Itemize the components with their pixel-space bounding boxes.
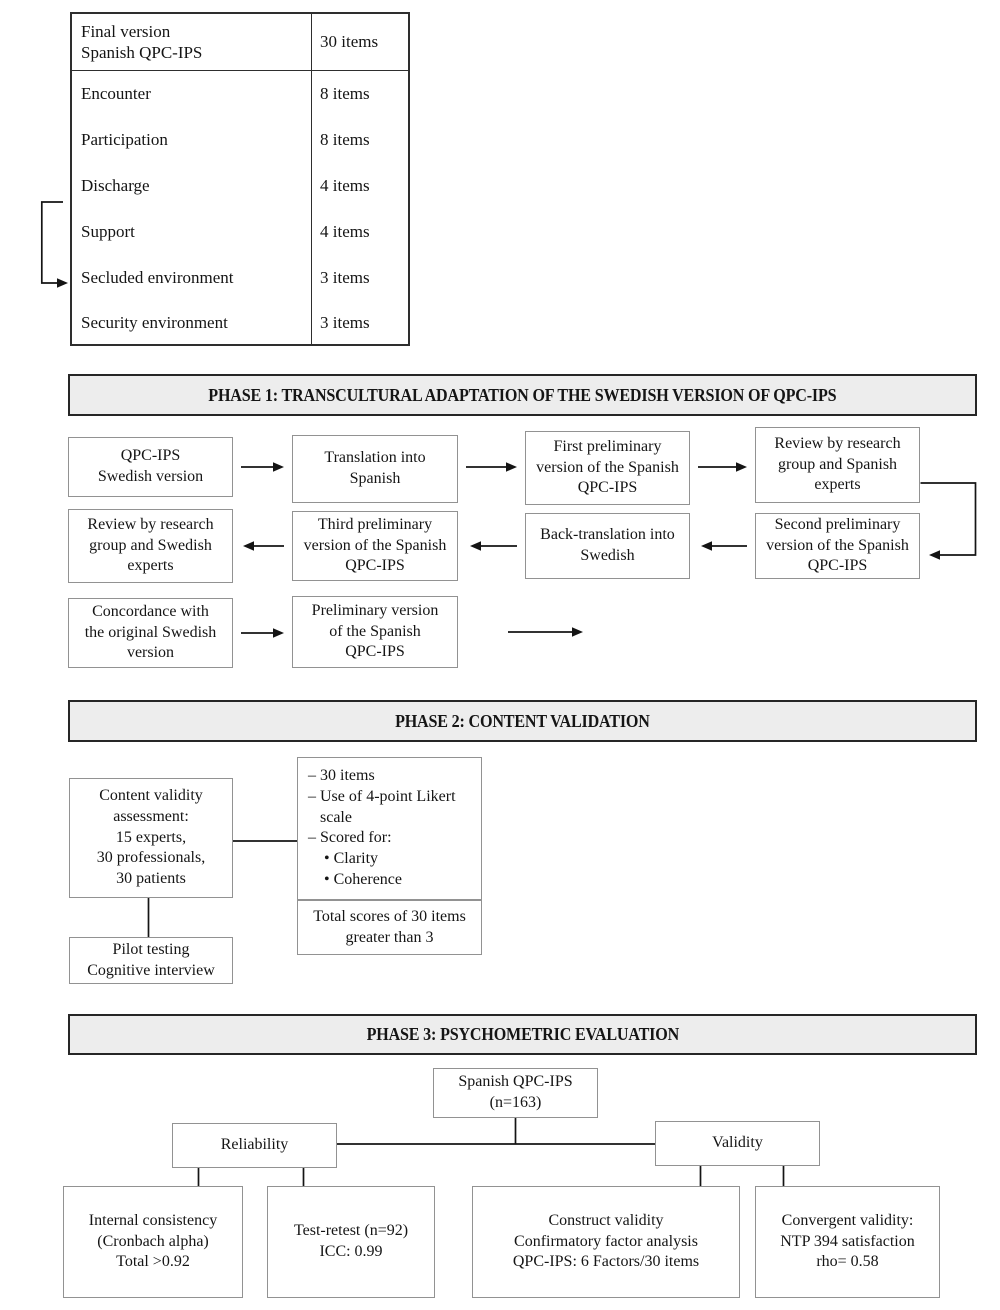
box-construct-validity: Construct validity Confirmatory factor a… <box>472 1186 740 1298</box>
box-pilot-testing: Pilot testing Cognitive interview <box>69 937 233 984</box>
box-spanish-qpcips: Spanish QPC-IPS (n=163) <box>433 1068 598 1118</box>
box-concordance: Concordance with the original Swedish ve… <box>68 598 233 668</box>
box-review-spanish-experts: Review by research group and Spanish exp… <box>755 427 920 503</box>
box-third-preliminary-version: Third preliminary version of the Spanish… <box>292 511 458 581</box>
table-row-value: 3 items <box>320 312 370 332</box>
table-row-value: 4 items <box>320 222 370 242</box>
box-review-swedish-experts: Review by research group and Swedish exp… <box>68 509 233 583</box>
table-row-value: 8 items <box>320 84 370 104</box>
box-convergent-validity: Convergent validity: NTP 394 satisfactio… <box>755 1186 940 1298</box>
table-header-value: 30 items <box>320 32 379 52</box>
phase2-header: PHASE 2: CONTENT VALIDATION <box>68 700 977 742</box>
table-header-divider <box>72 70 408 71</box>
box-scoring-criteria: – 30 items – Use of 4-point Likert scale… <box>297 757 482 900</box>
table-row-label: Secluded environment <box>81 268 234 288</box>
box-back-translation: Back-translation into Swedish <box>525 513 690 579</box>
phase2-title: PHASE 2: CONTENT VALIDATION <box>395 710 650 731</box>
phase1-title: PHASE 1: TRANSCULTURAL ADAPTATION OF THE… <box>208 384 837 405</box>
box-internal-consistency: Internal consistency (Cronbach alpha) To… <box>63 1186 243 1298</box>
table-row-value: 3 items <box>320 268 370 288</box>
box-first-preliminary-version: First preliminary version of the Spanish… <box>525 431 690 505</box>
box-total-scores: Total scores of 30 items greater than 3 <box>297 900 482 955</box>
phase1-header: PHASE 1: TRANSCULTURAL ADAPTATION OF THE… <box>68 374 977 416</box>
phase3-title: PHASE 3: PSYCHOMETRIC EVALUATION <box>366 1024 679 1044</box>
table-row-label: Participation <box>81 130 168 150</box>
box-test-retest: Test-retest (n=92) ICC: 0.99 <box>267 1186 435 1298</box>
table-column-divider <box>311 14 312 344</box>
phase3-header: PHASE 3: PSYCHOMETRIC EVALUATION <box>68 1014 977 1055</box>
box-qpcips-swedish-version: QPC-IPS Swedish version <box>68 437 233 497</box>
table-header-label: Final version Spanish QPC-IPS <box>81 21 203 62</box>
box-translation-into-spanish: Translation into Spanish <box>292 435 458 503</box>
box-validity: Validity <box>655 1121 820 1166</box>
table-row-label: Discharge <box>81 176 150 196</box>
final-version-table: Final version Spanish QPC-IPS 30 items E… <box>70 12 410 346</box>
table-row-label: Encounter <box>81 84 151 104</box>
table-row-label: Security environment <box>81 312 228 332</box>
box-preliminary-version: Preliminary version of the Spanish QPC-I… <box>292 596 458 668</box>
box-second-preliminary-version: Second preliminary version of the Spanis… <box>755 513 920 579</box>
box-reliability: Reliability <box>172 1123 337 1168</box>
table-row-value: 4 items <box>320 176 370 196</box>
table-row-value: 8 items <box>320 130 370 150</box>
table-row-label: Support <box>81 222 135 242</box>
box-content-validity-assessment: Content validity assessment: 15 experts,… <box>69 778 233 898</box>
